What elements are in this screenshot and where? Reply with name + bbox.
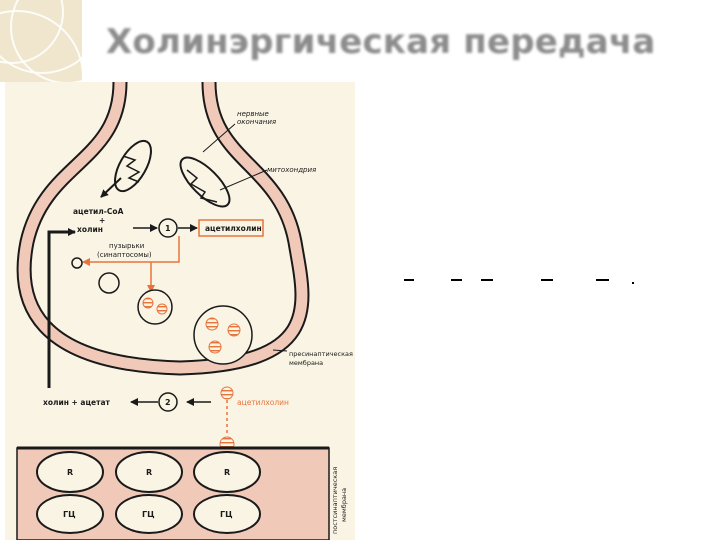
label-acetylcholine-box: ацетилхолин <box>205 224 262 233</box>
label-acetyl-coa: ацетил-СоА <box>73 207 124 216</box>
label-presynaptic-1: пресинаптическая <box>289 350 353 358</box>
label-vesicles-2: (синаптосомы) <box>97 251 152 259</box>
vesicle-empty <box>98 272 120 294</box>
label-step-2: 2 <box>165 398 171 407</box>
mitochondrion-left <box>114 139 152 193</box>
label-gc-3: ГЦ <box>220 510 233 519</box>
receptor-3 <box>193 451 261 493</box>
label-step-1: 1 <box>165 224 171 233</box>
label-postsynaptic-2: мембрана <box>340 488 348 522</box>
label-receptor-1: R <box>67 468 73 477</box>
label-choline: холин <box>77 225 103 234</box>
label-choline-acetate: холин + ацетат <box>43 398 111 407</box>
slide-title: Холинэргическая передача <box>106 22 656 62</box>
label-postsynaptic-1: постсинаптическая <box>331 467 339 534</box>
label-plus: + <box>99 216 105 225</box>
gc-3 <box>193 494 261 534</box>
receptor-1 <box>36 451 104 493</box>
label-nerve-endings-1: нервные <box>237 110 269 118</box>
synapse-figure: нервные окончания митохондрия ацетил-СоА… <box>5 82 355 540</box>
label-receptor-2: R <box>146 468 152 477</box>
label-presynaptic-2: мембрана <box>289 359 323 367</box>
receptor-2 <box>115 451 183 493</box>
acetylcholine-box <box>198 219 264 237</box>
label-mitochondria: митохондрия <box>267 166 316 174</box>
label-gc-1: ГЦ <box>63 510 76 519</box>
label-receptor-3: R <box>224 468 230 477</box>
label-acetylcholine-free: ацетилхолин <box>237 398 289 407</box>
corner-decoration <box>0 0 124 144</box>
synapse-diagram: нервные окончания митохондрия ацетил-СоА… <box>16 82 353 540</box>
gc-1 <box>36 494 104 534</box>
label-gc-2: ГЦ <box>142 510 155 519</box>
vesicle-small <box>71 257 83 269</box>
gc-2 <box>115 494 183 534</box>
label-nerve-endings-2: окончания <box>237 118 276 126</box>
label-vesicles-1: пузырьки <box>109 242 144 250</box>
vesicle-docked <box>193 305 253 365</box>
mitochondrion-right <box>179 156 231 208</box>
dash-marks <box>404 279 636 285</box>
